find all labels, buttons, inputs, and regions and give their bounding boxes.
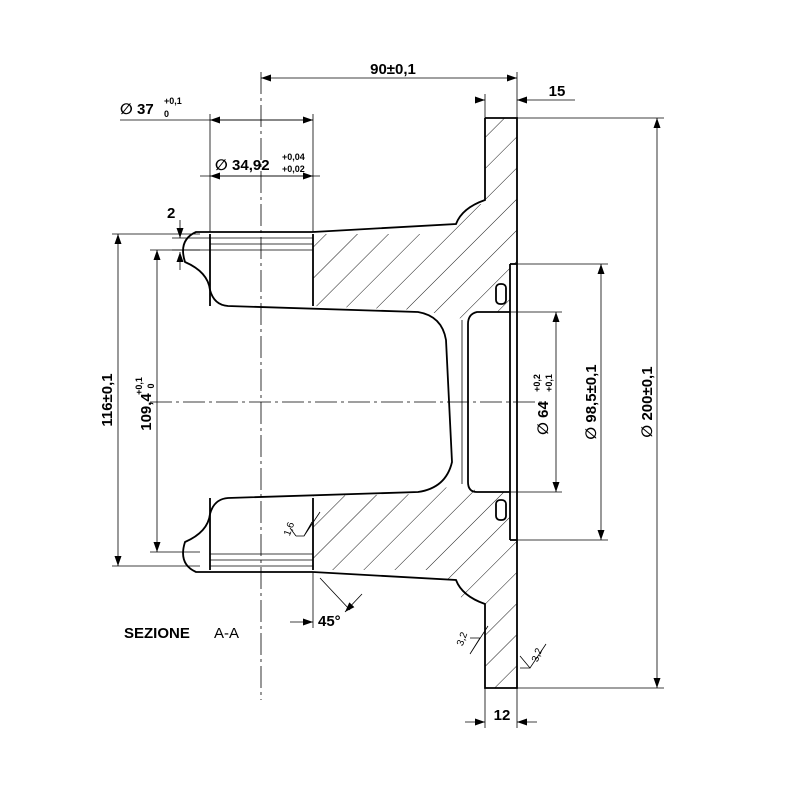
dim-2-label: 2	[167, 205, 175, 222]
roughness-bore-label: 1,6	[282, 520, 297, 537]
dia-3492-label: ∅ 34,92	[215, 157, 270, 174]
dim-1094-lower-tol: 0	[146, 383, 156, 388]
angle-45-label: 45°	[318, 613, 341, 630]
dia-64-label: ∅ 64	[535, 400, 552, 434]
section-word: SEZIONE	[124, 625, 190, 642]
section-title: SEZIONE A-A	[124, 625, 239, 642]
dim-1094-upper-tol: +0,1	[134, 377, 144, 395]
dim-12-label: 12	[494, 707, 511, 724]
dia-985-label: ∅ 98,5±0,1	[583, 364, 600, 439]
dia-200-label: ∅ 200±0,1	[639, 366, 656, 437]
dimension-labels: 90±0,1 15 12 ∅ 37 +0,1 0 ∅ 34,92 +0,04 +…	[99, 61, 656, 724]
roughness-back-label: 3,2	[455, 630, 470, 647]
hatched-section-upper	[313, 118, 517, 320]
hatched-section-lower	[313, 482, 517, 688]
dia-37-label: ∅ 37	[120, 101, 154, 118]
dim-15-label: 15	[549, 83, 566, 100]
dia-64-lower-tol: +0,1	[544, 374, 554, 392]
flange-outline	[312, 117, 518, 689]
dia-37-upper-tol: +0,1	[164, 96, 182, 106]
dim-90-label: 90±0,1	[370, 61, 416, 78]
dia-64-upper-tol: +0,2	[532, 374, 542, 392]
dia-3492-lower-tol: +0,02	[282, 164, 305, 174]
dim-116-label: 116±0,1	[99, 373, 116, 426]
section-id: A-A	[214, 625, 239, 642]
dia-3492-upper-tol: +0,04	[282, 152, 305, 162]
roughness-face-label: 3,2	[530, 646, 545, 663]
dia-37-lower-tol: 0	[164, 109, 169, 119]
dim-1094-label: 109,4	[138, 393, 155, 431]
yoke-arm-upper	[182, 231, 453, 573]
roughness-symbols	[289, 511, 547, 669]
part-section	[182, 117, 518, 689]
dimension-lines	[112, 72, 664, 728]
